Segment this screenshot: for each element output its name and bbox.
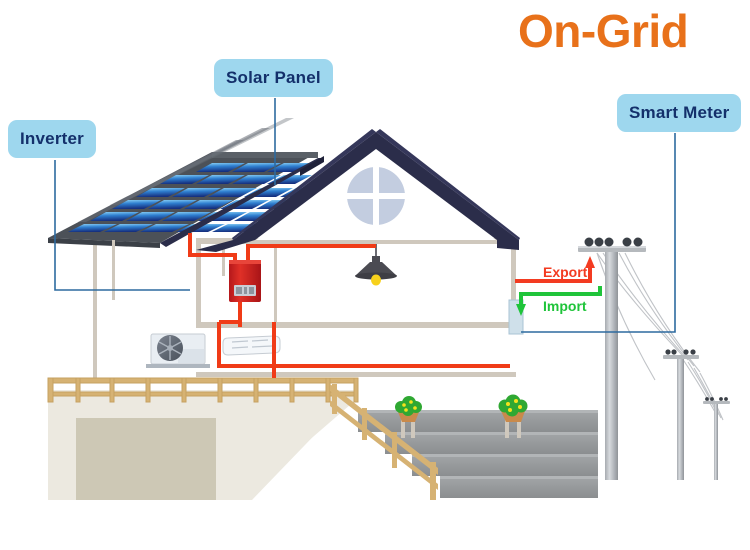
leader-smart-meter	[521, 133, 676, 333]
label-leaders	[54, 98, 676, 333]
utility-pole-2	[663, 349, 699, 480]
import-flow-arrow	[516, 286, 602, 316]
ac-indoor-unit	[222, 335, 281, 356]
label-solar-panel[interactable]: Solar Panel	[214, 59, 333, 97]
utility-pole-3	[703, 397, 730, 480]
leader-inverter	[54, 160, 190, 291]
potted-plant-right	[498, 394, 528, 438]
label-smart-meter-text: Smart Meter	[629, 103, 730, 122]
export-flow-arrow	[515, 256, 595, 283]
label-inverter[interactable]: Inverter	[8, 120, 96, 158]
deck-railing	[47, 377, 359, 403]
export-flow-label: Export	[543, 264, 588, 280]
label-inverter-text: Inverter	[20, 129, 84, 148]
utility-pole-1	[578, 237, 646, 480]
page-title: On-Grid	[518, 5, 689, 57]
ac-outdoor-unit	[146, 333, 210, 368]
inverter-unit	[229, 260, 261, 302]
label-solar-panel-text: Solar Panel	[226, 68, 321, 87]
stair-railing	[330, 384, 438, 500]
import-flow-label: Import	[543, 298, 587, 314]
label-smart-meter[interactable]: Smart Meter	[617, 94, 742, 132]
attic-window	[347, 167, 405, 225]
solar-panel-array	[48, 118, 324, 300]
foundation	[48, 390, 358, 500]
electrical-wiring	[188, 233, 510, 378]
potted-plant-left	[395, 396, 422, 438]
staircase	[358, 410, 598, 498]
pendant-lamp	[355, 244, 397, 286]
